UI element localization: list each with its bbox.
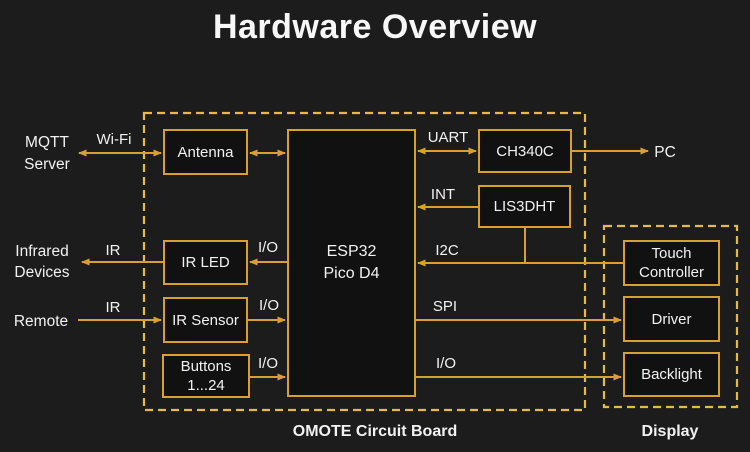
label-io-ir-led: I/O <box>257 239 279 256</box>
external-mqtt-server: MQTT Server <box>24 132 70 176</box>
node-ch340c: CH340C <box>478 129 572 173</box>
node-backlight: Backlight <box>623 352 720 397</box>
label-spi: SPI <box>432 298 458 315</box>
display-caption: Display <box>641 423 699 440</box>
node-ir-sensor: IR Sensor <box>163 297 248 343</box>
infrared-devices-line2: Devices <box>14 264 70 281</box>
lis3dht-label: LIS3DHT <box>493 198 556 215</box>
label-i2c: I2C <box>435 242 459 259</box>
mqtt-server-line1: MQTT <box>25 134 69 151</box>
node-lis3dht: LIS3DHT <box>478 185 571 228</box>
label-ir-from-remote: IR <box>105 299 121 316</box>
label-uart: UART <box>427 129 469 146</box>
touch-controller-label-line1: Touch <box>651 245 692 262</box>
node-buttons: Buttons 1...24 <box>162 354 250 398</box>
ir-led-label: IR LED <box>181 254 230 271</box>
label-io-backlight: I/O <box>435 355 457 372</box>
display-outline <box>602 224 739 409</box>
label-io-buttons: I/O <box>257 355 279 372</box>
node-antenna: Antenna <box>163 129 248 175</box>
node-esp32: ESP32 Pico D4 <box>287 129 416 397</box>
node-touch-controller: Touch Controller <box>623 240 720 286</box>
page-title: Hardware Overview <box>212 8 538 46</box>
external-pc: PC <box>654 142 676 164</box>
node-driver: Driver <box>623 296 720 342</box>
label-wifi: Wi-Fi <box>96 131 132 148</box>
ch340c-label: CH340C <box>496 142 554 160</box>
antenna-label: Antenna <box>177 143 234 161</box>
label-int: INT <box>430 186 456 203</box>
pc-label: PC <box>654 144 676 161</box>
touch-controller-label-line2: Controller <box>638 264 705 281</box>
external-infrared-devices: Infrared Devices <box>14 241 69 283</box>
driver-label: Driver <box>651 310 692 328</box>
ir-sensor-label: IR Sensor <box>172 311 239 329</box>
circuit-board-caption: OMOTE Circuit Board <box>292 423 458 440</box>
esp32-label-line1: ESP32 <box>326 243 377 260</box>
node-ir-led: IR LED <box>163 240 248 285</box>
esp32-label-line2: Pico D4 <box>323 265 380 282</box>
external-remote: Remote <box>14 311 68 333</box>
mqtt-server-line2: Server <box>24 156 70 173</box>
remote-label: Remote <box>13 313 69 330</box>
buttons-label-line1: Buttons <box>180 358 232 375</box>
backlight-label: Backlight <box>641 366 702 383</box>
buttons-label-line2: 1...24 <box>187 377 225 394</box>
label-ir-to-devices: IR <box>105 242 121 259</box>
label-io-ir-sensor: I/O <box>258 297 280 314</box>
infrared-devices-line1: Infrared <box>15 243 69 260</box>
